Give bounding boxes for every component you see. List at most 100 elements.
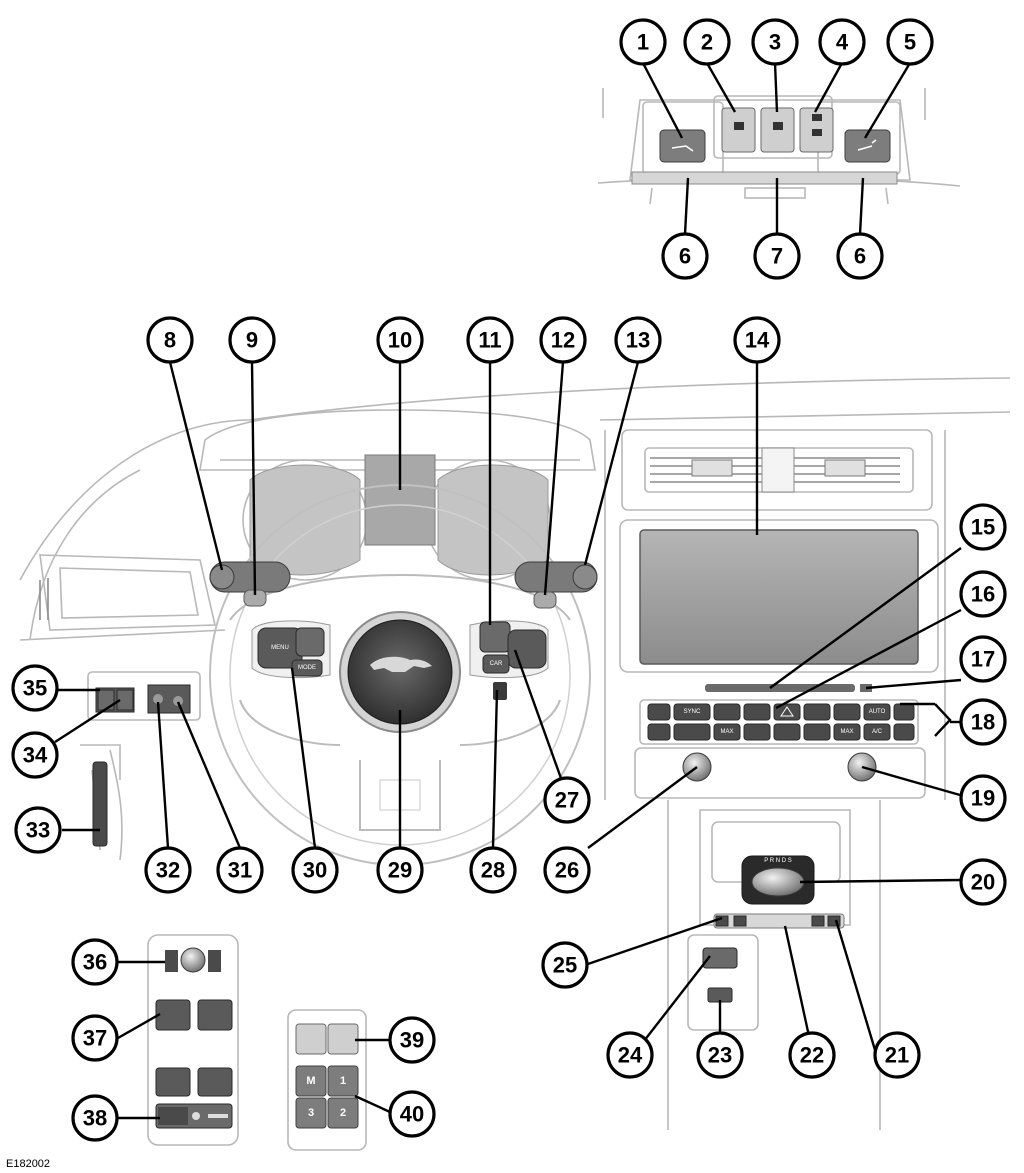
front-demist-button[interactable] xyxy=(743,703,771,721)
mirror-right-select[interactable] xyxy=(208,950,221,972)
svg-text:27: 27 xyxy=(555,788,579,813)
callout-4: 4 xyxy=(818,18,866,66)
svg-text:20: 20 xyxy=(971,870,995,895)
svg-text:4: 4 xyxy=(836,30,849,55)
svg-text:21: 21 xyxy=(885,1043,909,1068)
window-switch-rear-left[interactable] xyxy=(155,1067,191,1097)
max-ac-button[interactable] xyxy=(833,723,861,741)
can-button[interactable] xyxy=(482,654,510,674)
svg-text:36: 36 xyxy=(83,950,107,975)
tailgate-button[interactable] xyxy=(116,689,134,711)
callout-27: 27 xyxy=(543,776,591,824)
svg-text:35: 35 xyxy=(23,676,47,701)
mirror-adjust-control[interactable] xyxy=(180,947,206,973)
callout-23: 23 xyxy=(696,1031,744,1079)
bonnet-release[interactable] xyxy=(92,761,108,847)
callout-13: 13 xyxy=(614,316,662,364)
svg-text:40: 40 xyxy=(400,1102,424,1127)
window-switch-front-right[interactable] xyxy=(197,999,233,1031)
callout-36: 36 xyxy=(71,938,119,986)
seat-memory-2-button[interactable] xyxy=(327,1097,359,1129)
temp-up-right[interactable] xyxy=(893,703,915,721)
svg-text:14: 14 xyxy=(745,328,770,353)
unlock-button[interactable] xyxy=(327,1023,359,1055)
svg-text:31: 31 xyxy=(228,858,252,883)
winter-mode-button[interactable] xyxy=(827,915,841,927)
window-switch-rear-right[interactable] xyxy=(197,1067,233,1097)
lock-button[interactable] xyxy=(295,1023,327,1055)
svg-text:13: 13 xyxy=(626,328,650,353)
auto-button[interactable] xyxy=(863,703,891,721)
rear-demist-button[interactable] xyxy=(713,703,741,721)
svg-text:24: 24 xyxy=(618,1043,643,1068)
fan-down-button[interactable] xyxy=(773,723,801,741)
callout-1: 1 xyxy=(619,18,667,66)
cruise-control-switches[interactable] xyxy=(479,621,511,653)
temp-down-right[interactable] xyxy=(893,723,915,741)
svg-text:28: 28 xyxy=(481,858,505,883)
callout-24: 24 xyxy=(606,1031,654,1079)
lighting-control[interactable] xyxy=(153,694,163,704)
electric-parking-brake[interactable] xyxy=(702,947,738,969)
mirror-left-select[interactable] xyxy=(165,950,178,972)
svg-text:16: 16 xyxy=(971,582,995,607)
lower-console: P R N D S xyxy=(667,800,881,1130)
callout-11: 11 xyxy=(466,316,514,364)
left-fascia-switches xyxy=(87,671,201,847)
svg-text:25: 25 xyxy=(553,953,577,978)
callout-3: 3 xyxy=(751,18,799,66)
svg-text:10: 10 xyxy=(388,328,412,353)
seat-memory-1-label: 1 xyxy=(340,1075,346,1087)
seat-memory-m-button[interactable] xyxy=(295,1065,327,1097)
callout-2: 2 xyxy=(683,18,731,66)
callout-18: 18 xyxy=(959,698,1007,746)
sync-button[interactable] xyxy=(673,703,711,721)
paddle-switch[interactable] xyxy=(493,682,507,700)
heated-seat-button[interactable] xyxy=(803,703,831,721)
callout-40: 40 xyxy=(388,1090,436,1138)
callout-26: 26 xyxy=(543,846,591,894)
ac-label: A/C xyxy=(872,729,883,735)
child-lock-button[interactable] xyxy=(158,1107,188,1125)
svg-text:6: 6 xyxy=(679,244,691,269)
overhead-lamp-right-button[interactable] xyxy=(844,129,891,163)
recirculation-button[interactable] xyxy=(673,723,711,741)
hill-descent-button[interactable] xyxy=(707,987,733,1003)
dynamic-mode-button[interactable] xyxy=(715,915,729,927)
ambient-light-strip xyxy=(631,171,898,185)
ac-button[interactable] xyxy=(863,723,891,741)
max-defrost-button[interactable] xyxy=(713,723,741,741)
climate-row-top: SYNC AUTO xyxy=(647,703,915,721)
svg-text:23: 23 xyxy=(708,1043,732,1068)
voice-button[interactable] xyxy=(295,627,325,657)
callout-21: 21 xyxy=(873,1031,921,1079)
seat-memory-3-button[interactable] xyxy=(295,1097,327,1129)
callout-9: 9 xyxy=(228,316,276,364)
seat-memory-1-button[interactable] xyxy=(327,1065,359,1097)
svg-text:22: 22 xyxy=(800,1043,824,1068)
res-button[interactable] xyxy=(507,629,547,669)
temp-down-left[interactable] xyxy=(647,723,671,741)
temp-up-left[interactable] xyxy=(647,703,671,721)
callout-30: 30 xyxy=(291,846,339,894)
svg-text:38: 38 xyxy=(83,1106,107,1131)
touchscreen[interactable] xyxy=(639,529,919,665)
fan-up-button[interactable] xyxy=(803,723,831,741)
window-switch-front-left[interactable] xyxy=(155,999,191,1031)
fuel-flap-button[interactable] xyxy=(97,689,115,711)
instrument-cluster xyxy=(199,409,596,581)
heated-wheel-button[interactable] xyxy=(833,703,861,721)
callout-15: 15 xyxy=(959,503,1007,551)
air-distribution-button[interactable] xyxy=(743,723,771,741)
rotary-gear-selector[interactable] xyxy=(751,867,805,897)
center-stack: SYNC AUTO MAX MAX A/C xyxy=(604,429,946,800)
door-switch-pack xyxy=(147,934,239,1146)
callout-39: 39 xyxy=(388,1016,436,1064)
callout-37: 37 xyxy=(71,1014,119,1062)
svg-text:26: 26 xyxy=(555,858,579,883)
instrument-dimmer[interactable] xyxy=(173,696,183,706)
max-rear-label: MAX xyxy=(720,729,733,735)
callout-10: 10 xyxy=(376,316,424,364)
seat-memory-pack: M 1 3 2 xyxy=(287,1009,367,1151)
auto-label: AUTO xyxy=(869,709,886,715)
